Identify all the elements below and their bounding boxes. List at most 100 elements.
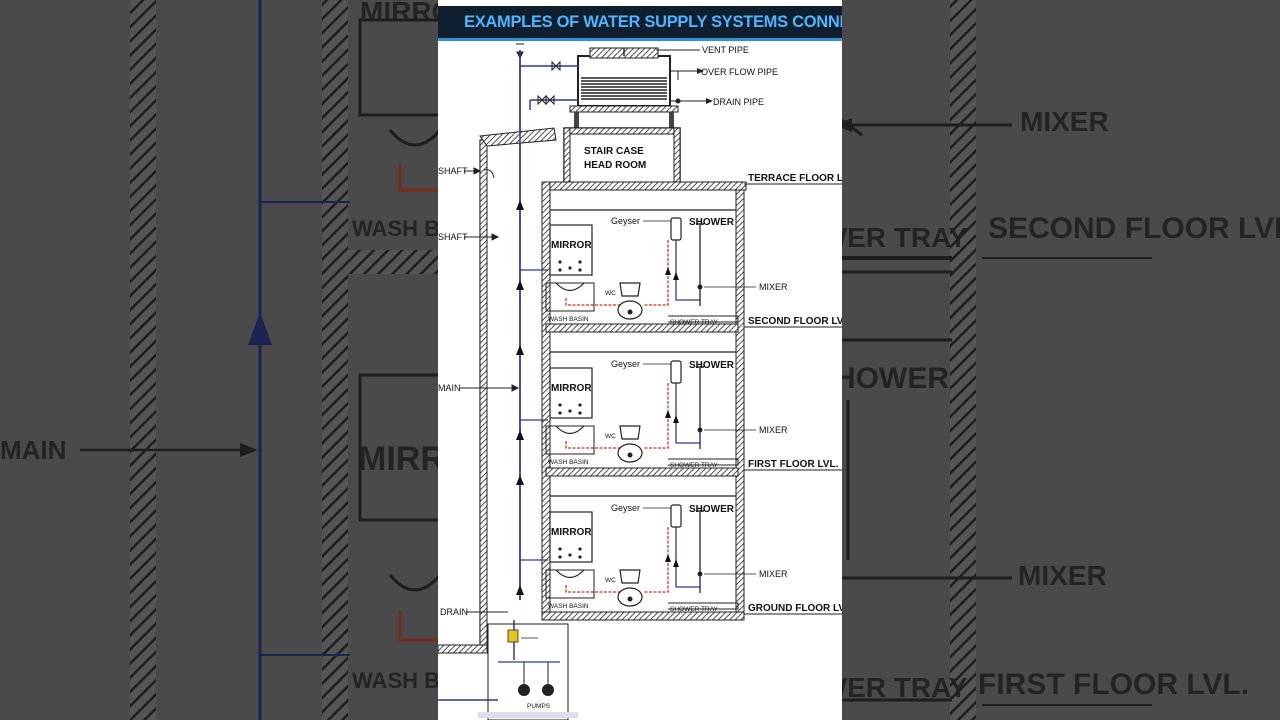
- pump-room: [478, 623, 578, 720]
- bg-mirror-label-2: MIRROR: [358, 440, 438, 478]
- wc-trap: [627, 309, 633, 315]
- mixer-label: MIXER: [759, 569, 788, 579]
- mirror-mark: [578, 555, 582, 559]
- wc-label: WC: [605, 577, 616, 584]
- hot-water-line: [565, 585, 623, 593]
- background-left-zoom: MIRROR WASH BASIN MAIN MIRROR WASH BASIN: [0, 0, 438, 720]
- basin-bowl: [555, 425, 585, 435]
- hot-water-line: [565, 298, 623, 306]
- diagram-title: EXAMPLES OF WATER SUPPLY SYSTEMS CONNECT…: [464, 12, 842, 31]
- bg-mirror-label: MIRROR: [360, 0, 438, 27]
- title-bar: EXAMPLES OF WATER SUPPLY SYSTEMS CONNECT…: [438, 6, 842, 41]
- bg-wash-basin-label: WASH BASIN: [352, 216, 438, 241]
- mirror-mark: [568, 409, 572, 413]
- wc-label: WC: [605, 433, 616, 440]
- cold-arrow: [673, 559, 679, 567]
- wc-trap: [627, 596, 633, 602]
- mixer-label: MIXER: [759, 425, 788, 435]
- service-shaft: [438, 127, 557, 654]
- shower-label: SHOWER: [689, 360, 735, 371]
- pumps-label: PUMPS: [527, 703, 551, 710]
- shower-tray: [668, 602, 739, 610]
- mirror-mark: [568, 266, 572, 270]
- shower-tray-label: SHOWER TRAY: [670, 319, 718, 326]
- wash-basin: [545, 569, 595, 599]
- overhead-tank: [569, 47, 713, 128]
- shower-label: SHOWER: [689, 217, 735, 228]
- wash-basin-label: WASH BASIN: [548, 603, 589, 610]
- water-supply-diagram: VENT PIPE OVER FLOW PIPE DRAIN PIPE STAI…: [438, 43, 842, 720]
- head-room-line1: STAIR CASE: [584, 146, 644, 157]
- mirror-mark: [578, 547, 582, 551]
- mirror-mark: [578, 403, 582, 407]
- floor-level-label: FIRST FLOOR LVL.: [748, 459, 839, 470]
- wc-trap: [627, 452, 633, 458]
- mirror-label: MIRROR: [551, 383, 592, 394]
- bg-main-label: MAIN: [0, 435, 67, 465]
- mirror-mark: [558, 411, 562, 415]
- background-left-drawing: [80, 0, 438, 720]
- shower-tray-label: SHOWER TRAY: [670, 606, 718, 613]
- shower-tray: [668, 458, 739, 466]
- cold-pipe: [675, 527, 700, 588]
- background-right-zoom: MIXER SECOND FLOOR LVL. SHOWER TRAY SHOW…: [842, 0, 1280, 720]
- wash-basin-label: WASH BASIN: [548, 459, 589, 466]
- hot-pipe: [643, 240, 669, 306]
- geyser: [670, 217, 682, 241]
- bg-wash-basin-label-2: WASH BASIN: [352, 668, 438, 693]
- mirror: [549, 511, 593, 563]
- main-label: MAIN: [438, 383, 461, 393]
- floor-level-label: GROUND FLOOR LVL.: [748, 603, 842, 614]
- mirror-mark: [578, 268, 582, 272]
- mixer-valve: [697, 571, 703, 577]
- drain-label: DRAIN: [440, 607, 468, 617]
- hot-arrow: [665, 267, 671, 275]
- shower-tray-label: SHOWER TRAY: [670, 462, 718, 469]
- mixer-label: MIXER: [759, 282, 788, 292]
- hot-arrow: [665, 554, 671, 562]
- mixer-valve: [697, 284, 703, 290]
- overflow-pipe-label: OVER FLOW PIPE: [701, 67, 778, 77]
- mirror-mark: [558, 260, 562, 264]
- terrace-floor-level: TERRACE FLOOR LVL.: [748, 173, 842, 184]
- geyser-label: Geyser: [611, 503, 640, 513]
- cold-pipe: [675, 240, 700, 301]
- wash-basin-label: WASH BASIN: [548, 316, 589, 323]
- mirror-label: MIRROR: [551, 527, 592, 538]
- floor-3-fixtures: Geyser SHOWER MIRROR WC MIXER WASH BASIN SHOWE…: [545, 503, 842, 614]
- shaft-label-2: SHAFT: [438, 232, 468, 242]
- main-riser: [438, 50, 548, 701]
- basin-bowl: [555, 282, 585, 292]
- head-room-line2: HEAD ROOM: [584, 160, 646, 171]
- bg-shower-label: SHOWER: [842, 362, 949, 395]
- hot-water-line: [565, 441, 623, 449]
- geyser-label: Geyser: [611, 216, 640, 226]
- wash-basin: [545, 425, 595, 455]
- basin-bowl: [555, 569, 585, 579]
- mixer-valve: [697, 427, 703, 433]
- bg-shower-tray-label: SHOWER TRAY: [842, 222, 968, 253]
- shower-label: SHOWER: [689, 504, 735, 515]
- wc-cistern: [619, 282, 641, 297]
- bg-second-floor-label: SECOND FLOOR LVL.: [988, 212, 1280, 245]
- geyser: [670, 504, 682, 528]
- background-right-drawing: [842, 0, 1152, 720]
- hot-pipe: [643, 527, 669, 593]
- wc-cistern: [619, 425, 641, 440]
- bg-mixer-label: MIXER: [1020, 106, 1109, 137]
- bg-first-floor-label: FIRST FLOOR LVL.: [978, 668, 1250, 701]
- bg-mixer-label-2: MIXER: [1018, 560, 1107, 591]
- shower-tray: [668, 315, 739, 323]
- mirror-mark: [578, 411, 582, 415]
- mirror: [549, 224, 593, 276]
- wash-basin: [545, 282, 595, 312]
- wc-cistern: [619, 569, 641, 584]
- bg-shower-tray-label-2: SHOWER TRAY: [842, 672, 968, 703]
- diagram-panel: EXAMPLES OF WATER SUPPLY SYSTEMS CONNECT…: [438, 0, 842, 720]
- mirror-mark: [568, 553, 572, 557]
- geyser: [670, 360, 682, 384]
- cold-arrow: [673, 272, 679, 280]
